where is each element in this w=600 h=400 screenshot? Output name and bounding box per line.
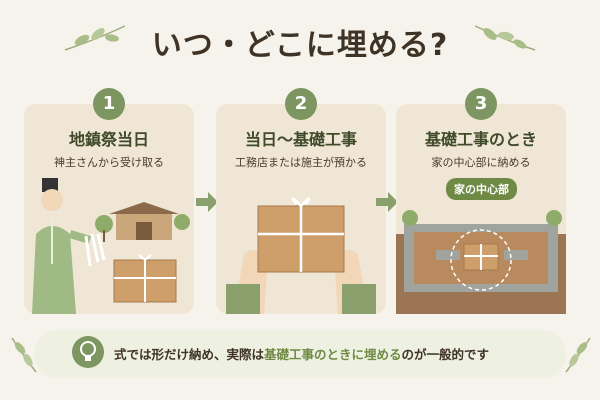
- step-number-badge: 1: [93, 88, 125, 120]
- foundation-illustration: [396, 210, 566, 314]
- summary-text: 式では形だけ納め、実際は基礎工事のときに埋めるのが一般的です: [114, 344, 489, 363]
- arrow-right-icon: [376, 192, 398, 212]
- priest-illustration: [32, 178, 190, 314]
- step-subtitle: 神主さんから受け取る: [54, 156, 164, 169]
- step-number-badge: 2: [285, 88, 317, 120]
- step-title: 基礎工事のとき: [424, 130, 537, 149]
- page-title: いつ・どこに埋める?: [151, 28, 449, 63]
- step-title: 地鎮祭当日: [68, 130, 149, 149]
- step-subtitle: 家の中心部に納める: [431, 156, 531, 169]
- hands-box-illustration: [226, 197, 376, 314]
- summary-part1: 式では形だけ納め、実際は: [114, 347, 265, 362]
- summary-note: 式では形だけ納め、実際は基礎工事のときに埋めるのが一般的です: [34, 330, 566, 378]
- arrow-right-icon: [196, 192, 218, 212]
- step-card-1: 地鎮祭当日 神主さんから受け取る: [24, 104, 194, 314]
- leaf-sprig-icon: [474, 25, 536, 51]
- leaf-sprig-icon: [64, 25, 126, 51]
- step-number-badge: 3: [465, 88, 497, 120]
- center-callout: 家の中心部: [446, 178, 517, 200]
- summary-part2: のが一般的です: [401, 347, 490, 362]
- leaf-sprig-icon: [565, 337, 591, 373]
- step-subtitle: 工務店または施主が預かる: [235, 156, 367, 169]
- step-card-3: 基礎工事のとき 家の中心部に納める 家の中心部: [396, 104, 566, 314]
- lightbulb-icon: [72, 336, 104, 368]
- leaf-sprig-icon: [11, 337, 37, 373]
- summary-highlight: 基礎工事のときに埋める: [264, 347, 402, 362]
- step-title: 当日〜基礎工事: [244, 130, 357, 149]
- step-card-2: 当日〜基礎工事 工務店または施主が預かる: [216, 104, 386, 314]
